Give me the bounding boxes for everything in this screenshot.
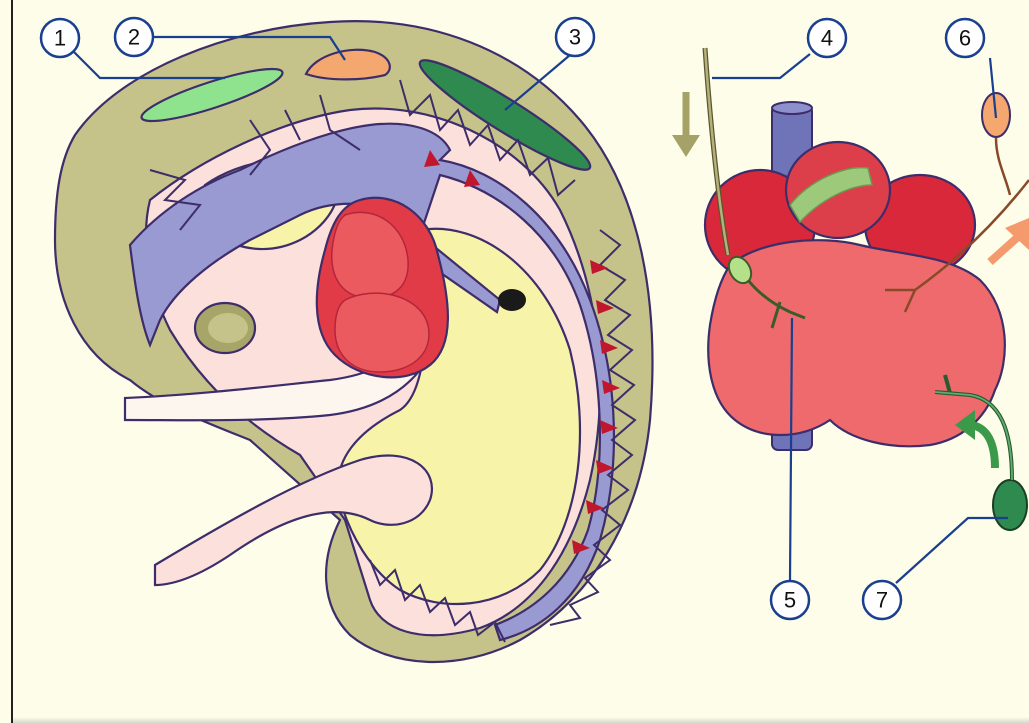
label-2: 2 [115, 18, 153, 56]
embryo-heart-lobe-lower [335, 293, 429, 372]
aorta-opening [498, 289, 526, 311]
label-4: 4 [808, 19, 846, 57]
svg-text:1: 1 [54, 26, 66, 51]
orange-nerve-6 [996, 138, 1010, 195]
svg-text:2: 2 [128, 25, 140, 50]
olive-down-arrow [672, 92, 700, 157]
label-5: 5 [771, 581, 809, 619]
label-6: 6 [946, 19, 984, 57]
embryo-eye-lens [208, 313, 248, 343]
svg-text:6: 6 [959, 26, 971, 51]
embryo [55, 21, 652, 662]
central-vessel-top [772, 102, 812, 114]
orange-arrow [990, 218, 1029, 262]
green-ganglion-7 [993, 480, 1027, 530]
svg-text:4: 4 [821, 26, 833, 51]
svg-text:3: 3 [569, 25, 581, 50]
label-7: 7 [863, 581, 901, 619]
label-1: 1 [41, 19, 79, 57]
heart-closeup [705, 48, 1029, 530]
heart-body [708, 240, 1005, 446]
svg-text:7: 7 [876, 588, 888, 613]
label-3: 3 [556, 18, 594, 56]
svg-text:5: 5 [784, 588, 796, 613]
